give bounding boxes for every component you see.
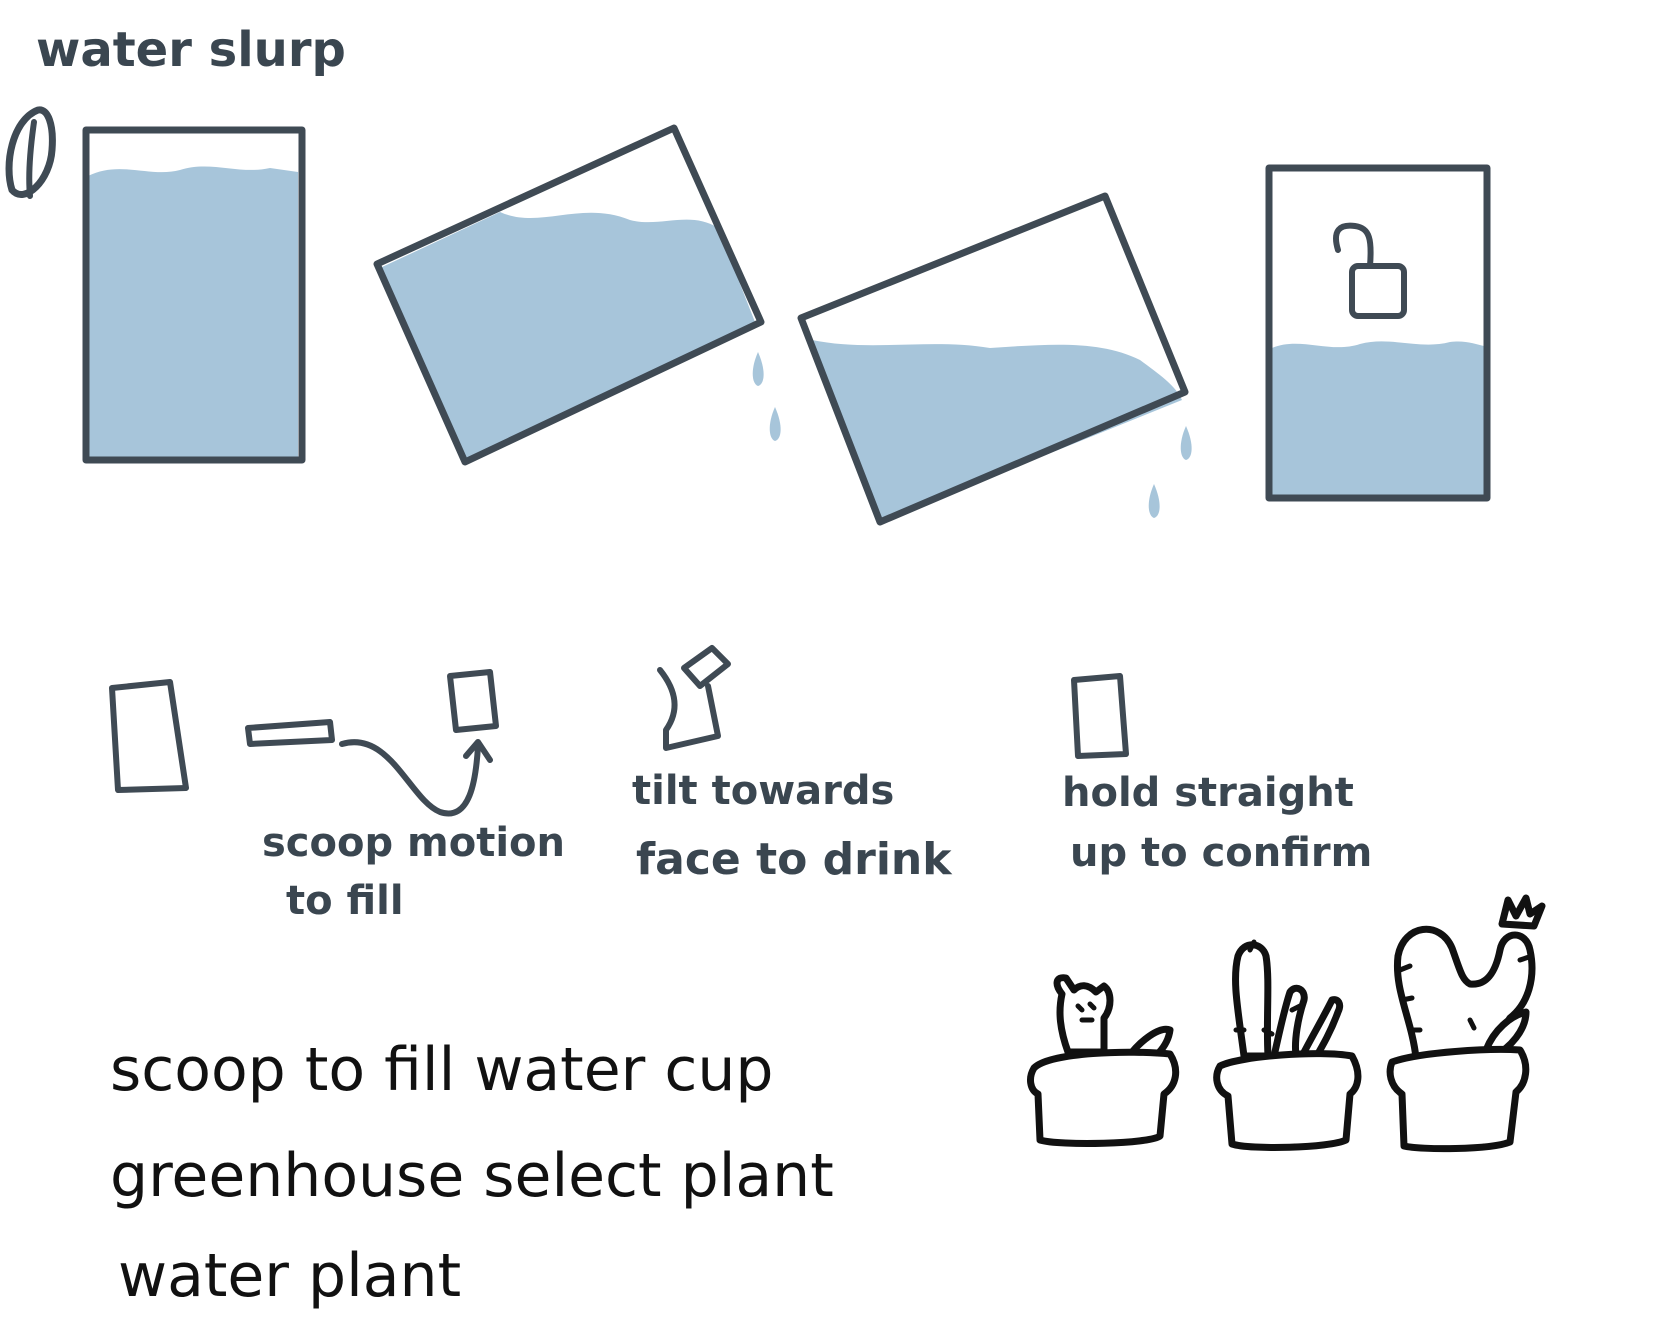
note-water-plant: water plant <box>118 1241 461 1311</box>
page-title: water slurp <box>36 22 346 78</box>
potted-plant-3-icon <box>1386 894 1546 1153</box>
step-scoop-diagram <box>109 669 499 817</box>
step-scoop-label-line2: to fill <box>286 878 404 924</box>
step-scoop-label-line1: scoop motion <box>262 820 565 866</box>
note-scoop-to-fill: scoop to fill water cup <box>110 1035 773 1105</box>
step-hold-diagram <box>1071 673 1129 759</box>
step-hold-label-line2: up to confirm <box>1070 830 1372 876</box>
leaf-icon <box>5 106 56 199</box>
step-tilt-label-line2: face to drink <box>636 834 953 885</box>
step-tilt-diagram <box>657 645 731 751</box>
potted-plant-2-icon <box>1213 939 1362 1151</box>
cup-tilted-pouring-icon <box>373 124 781 466</box>
step-hold-label-line1: hold straight <box>1062 770 1354 816</box>
cup-confirm-icon <box>1265 164 1491 502</box>
note-greenhouse-select: greenhouse select plant <box>110 1141 834 1211</box>
cup-full-icon <box>82 126 306 464</box>
unlocked-padlock-icon <box>1333 222 1407 319</box>
step-tilt-label-line1: tilt towards <box>632 768 894 814</box>
potted-plant-1-icon <box>1027 974 1180 1147</box>
cup-tilted-low-icon <box>797 192 1192 526</box>
